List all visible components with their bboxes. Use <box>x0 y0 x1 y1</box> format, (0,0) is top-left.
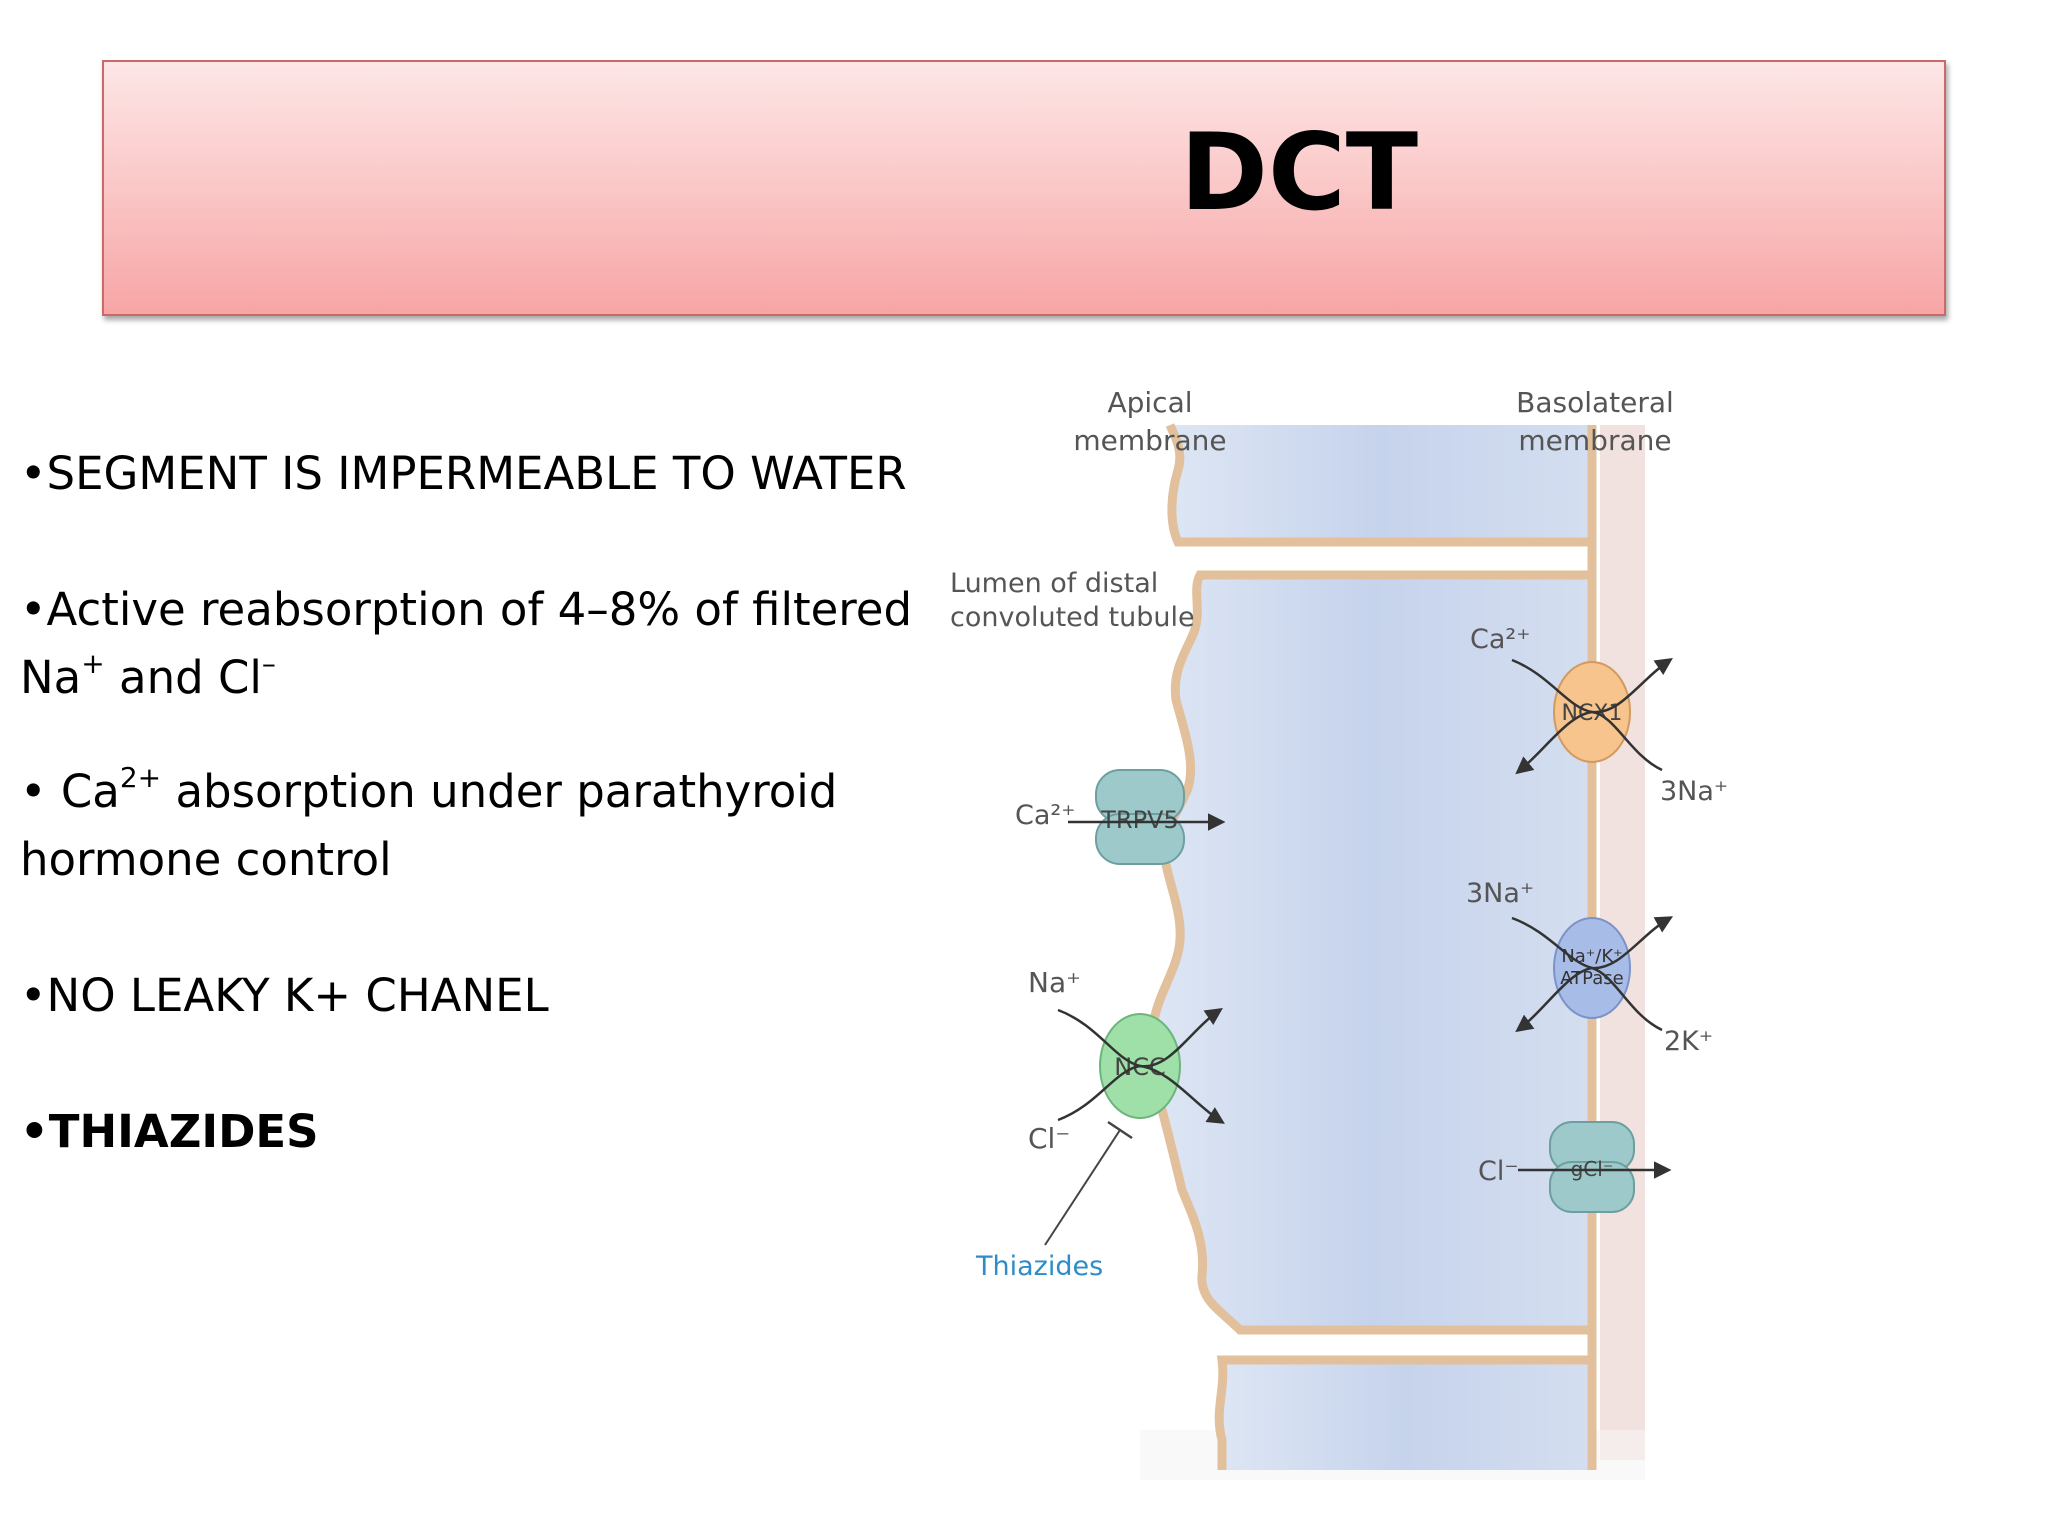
apical-membrane-label-2: membrane <box>1073 424 1226 457</box>
bullet-text: Ca <box>60 765 120 818</box>
bullet-marker: • <box>20 969 47 1022</box>
superscript: – <box>261 647 276 680</box>
trpv5-ion-label: Ca²⁺ <box>1015 800 1075 831</box>
bullet-water-impermeable: •SEGMENT IS IMPERMEABLE TO WATER <box>20 440 980 508</box>
ncc-cl-label: Cl⁻ <box>1028 1122 1070 1155</box>
nak-k-label: 2K⁺ <box>1664 1026 1713 1057</box>
bullet-nacl-reabsorption: •Active reabsorption of 4–8% of filtered… <box>20 576 980 712</box>
bullet-thiazides: •THIAZIDES <box>20 1098 980 1166</box>
apical-membrane-lower <box>1214 1355 1592 1470</box>
ncx1-ca-label: Ca²⁺ <box>1470 624 1530 655</box>
lumen-label-1: Lumen of distal <box>950 568 1158 599</box>
nak-label-2: ATPase <box>1560 968 1623 989</box>
thiazide-inhibitor-line <box>1044 1129 1121 1246</box>
chloride-channel: gCl⁻ <box>1549 1121 1635 1213</box>
bullet-text: Active reabsorption of 4–8% of filtered <box>46 583 913 636</box>
bullet-text: Na <box>20 651 82 704</box>
bullet-no-leaky-k: •NO LEAKY K+ CHANEL <box>20 962 980 1030</box>
trpv5-channel: TRPV5 <box>1095 769 1185 865</box>
bullet-marker: • <box>20 1105 49 1158</box>
nak-arrow-k <box>1515 966 1663 1033</box>
chloride-channel-ion-label: Cl⁻ <box>1478 1156 1519 1187</box>
ncx1-na-label: 3Na⁺ <box>1660 776 1728 807</box>
slide-title: DCT <box>1180 111 1419 234</box>
apical-membrane-main <box>1147 570 1592 1335</box>
bullet-calcium-absorption: • Ca2+ absorption under parathyroid hormo… <box>20 758 980 894</box>
trpv5-label: TRPV5 <box>1100 806 1179 834</box>
ncx1-arrow-na <box>1515 710 1663 775</box>
bullet-marker: • <box>20 447 47 500</box>
ncc-na-label: Na⁺ <box>1028 966 1081 999</box>
cell-lower <box>1219 1360 1592 1470</box>
bullet-text: hormone control <box>20 833 392 886</box>
bullet-text: NO LEAKY K+ CHANEL <box>46 969 549 1022</box>
superscript: 2+ <box>119 761 162 794</box>
ncc-arrow-cl <box>1057 1064 1225 1124</box>
cell-upper <box>1170 425 1592 542</box>
nak-na-label: 3Na⁺ <box>1466 878 1534 909</box>
bullet-text: and Cl <box>104 651 262 704</box>
bullet-marker: • <box>20 583 47 636</box>
apical-membrane-upper <box>1165 423 1592 547</box>
thiazides-label: Thiazides <box>975 1251 1103 1282</box>
apical-membrane-label-1: Apical <box>1107 386 1192 419</box>
thiazide-inhibitor-bar <box>1107 1120 1133 1140</box>
bullet-text: THIAZIDES <box>48 1105 319 1158</box>
basolateral-membrane-label-2: membrane <box>1518 424 1671 457</box>
bullet-text: absorption under parathyroid <box>161 765 838 818</box>
lumen-label-2: convoluted tubule <box>950 602 1195 633</box>
superscript: + <box>81 647 105 680</box>
basolateral-membrane-label-1: Basolateral <box>1516 386 1674 419</box>
bullet-text: SEGMENT IS IMPERMEABLE TO WATER <box>46 447 907 500</box>
title-banner <box>102 60 1946 316</box>
bullet-marker: • <box>20 765 61 818</box>
cell-main <box>1151 575 1592 1330</box>
dct-cell-diagram: Apical membrane Basolateral membrane Lum… <box>950 386 1728 1480</box>
